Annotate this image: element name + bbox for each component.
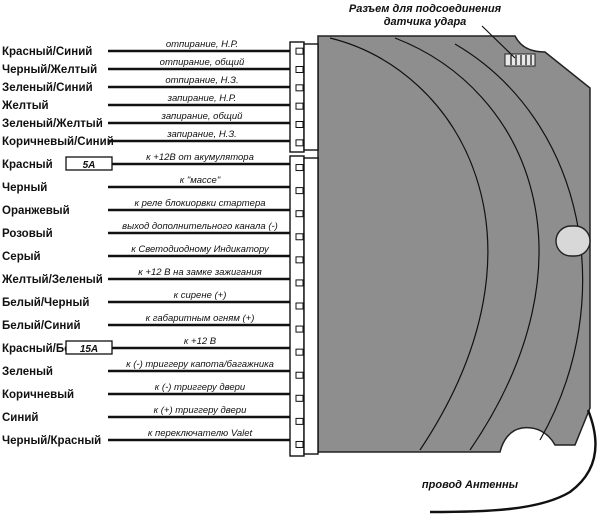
connector-bottom-pin [295, 348, 304, 356]
top-wire-function-label: отпирание, Н.З. [165, 75, 238, 86]
wire-group: Красный/Синий отпирание, Н.Р. Черный/Желты… [1, 39, 290, 447]
antenna-note: провод Антенны [422, 479, 519, 491]
connector-bottom [289, 155, 319, 457]
top-wire-function-label: отпирание, Н.Р. [166, 39, 238, 50]
bottom-wire-color-label: Синий [2, 412, 38, 424]
bottom-wire-function-label: к "массе" [180, 175, 221, 186]
bottom-wire-function-label: к +12В от акумулятора [146, 152, 254, 163]
bottom-wire-fuse-label: 5А [83, 160, 96, 171]
connector-bottom-pin [295, 210, 304, 218]
top-wire-color-label: Зеленый/Желтый [2, 118, 103, 130]
alarm-unit [317, 35, 591, 453]
connector-bottom-pin [295, 371, 304, 379]
bottom-wire-color-label: Белый/Черный [2, 297, 89, 309]
antenna-wire [429, 409, 597, 514]
bottom-wire-function-label: к сирене (+) [174, 290, 227, 301]
bottom-wire-function-label: к (-) триггеру капота/багажника [126, 359, 274, 370]
bottom-wire-function-label: к +12 В [184, 336, 217, 347]
bottom-wire-color-label: Желтый/Зеленый [1, 274, 103, 286]
bottom-wire-color-label: Зеленый [2, 366, 53, 378]
connector-bottom-pin [295, 417, 304, 425]
connector-top-pin [295, 66, 304, 73]
connector-top-pin [295, 139, 304, 147]
unit-oval-window [555, 225, 591, 257]
bottom-wire-color-label: Белый/Синий [2, 320, 81, 332]
top-wire-color-label: Красный/Синий [2, 46, 92, 58]
connector-top [289, 41, 319, 153]
bottom-wire-function-label: к габаритным огням (+) [146, 313, 255, 324]
unit-shell-arc-2 [394, 37, 540, 451]
connector-top-pin [295, 84, 304, 92]
bottom-wire-color-label: Оранжевый [2, 205, 70, 217]
bottom-wire-function-label: к реле блокиорвки стартера [134, 198, 265, 209]
bottom-wire-fuse-box [65, 156, 113, 171]
shock-sensor-note-line-1: Разъем для подсоединения [349, 3, 502, 15]
shock-sensor-note-line-2: датчика удара [384, 16, 467, 28]
bottom-wire-color-label: Серый [2, 251, 41, 263]
top-wire-color-label: Черный/Желтый [2, 64, 97, 76]
top-wire-function-label: отпирание, общий [160, 57, 245, 68]
bottom-wire-function-label: к +12 В на замке зажигания [138, 267, 261, 278]
connector-bottom-pin [295, 233, 304, 241]
connector-bottom-pin [295, 256, 304, 264]
bottom-wire-color-label: Розовый [2, 228, 53, 240]
bottom-wire-function-label: к (-) триггеру двери [155, 382, 246, 393]
top-wire-function-label: запирание, Н.З. [166, 129, 237, 140]
bottom-wire-function-label: к переключателю Valet [148, 428, 253, 439]
connector-top-pin [295, 102, 304, 110]
connector-bottom-pin [295, 440, 304, 448]
top-wire-function-label: запирание, общий [161, 111, 244, 122]
connector-bottom-inner [303, 157, 319, 455]
connector-bottom-pin [295, 302, 304, 310]
connector-bottom-pin [295, 187, 304, 195]
shock-sensor-pointer [481, 25, 516, 59]
connector-bottom-pin [295, 279, 304, 287]
connector-top-pin [295, 47, 304, 55]
connector-bottom-pin [295, 164, 304, 172]
unit-shell-arc-3 [454, 43, 584, 441]
connector-top-inner [303, 43, 319, 151]
bottom-wire-color-label: Красный [2, 159, 53, 171]
bottom-wire-color-label: Черный [2, 182, 47, 194]
connector-top-pin [295, 121, 304, 128]
bottom-wire-function-label: к Светодиодному Индикатору [131, 244, 270, 255]
connector-bottom-pin [295, 325, 304, 333]
bottom-wire-fuse-label: 15А [80, 344, 98, 355]
unit-shell-arc-1 [329, 37, 489, 451]
top-wire-color-label: Зеленый/Синий [2, 82, 93, 94]
shock-sensor-socket [504, 53, 536, 67]
top-wire-function-label: запирание, Н.Р. [167, 93, 237, 104]
bottom-wire-color-label: Черный/Красный [2, 435, 101, 447]
bottom-wire-color-label: Коричневый [2, 389, 74, 401]
connector-bottom-pin [295, 394, 304, 402]
bottom-wire-fuse-box [65, 340, 113, 355]
bottom-wire-function-label: к (+) триггеру двери [154, 405, 247, 416]
bottom-wire-function-label: выход дополнительного канала (-) [122, 221, 278, 232]
top-wire-color-label: Желтый [1, 100, 49, 112]
connector-top-outer [289, 41, 305, 153]
top-wire-color-label: Коричневый/Синий [2, 136, 114, 148]
